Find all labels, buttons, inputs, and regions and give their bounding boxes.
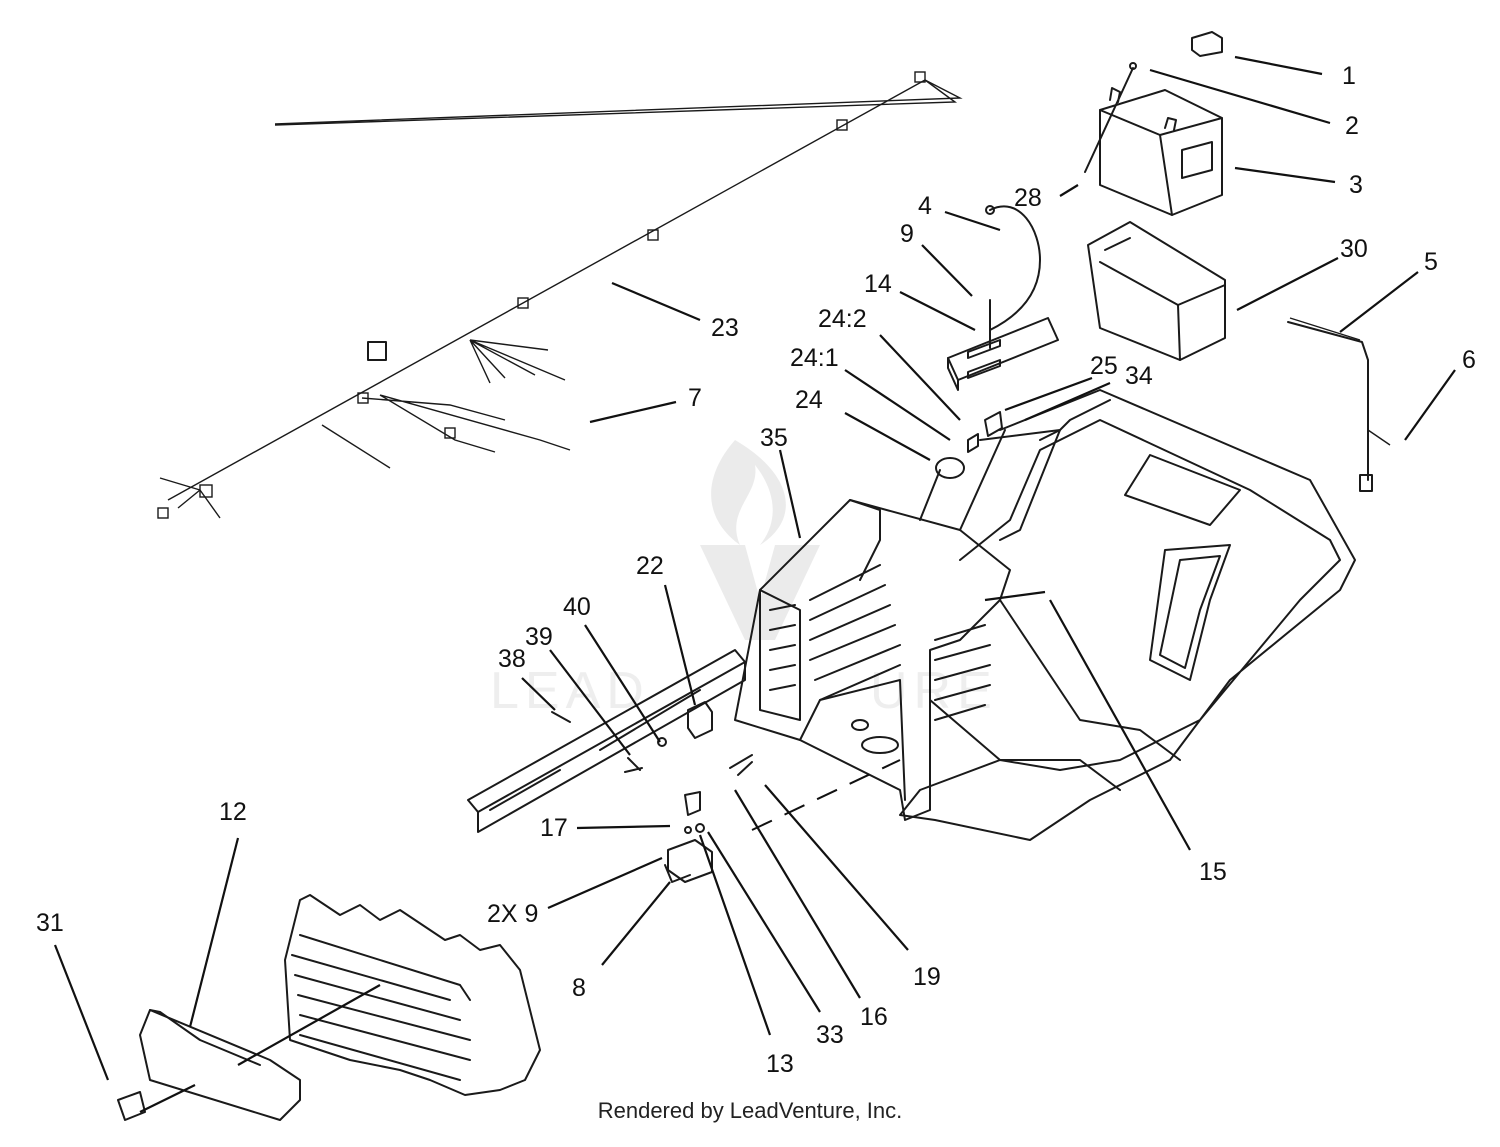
callout-14: 14 — [864, 270, 892, 298]
callout-12: 12 — [219, 798, 247, 826]
callout-24-1: 24:1 — [790, 344, 839, 372]
emblem — [117, 1091, 146, 1121]
callout-8: 8 — [572, 974, 586, 1002]
callout-40: 40 — [563, 593, 591, 621]
callout-34: 34 — [1125, 362, 1153, 390]
callout-35: 35 — [760, 424, 788, 452]
callout-6: 6 — [1462, 346, 1476, 374]
wire-harness — [157, 71, 963, 519]
ground-wire — [1287, 317, 1391, 492]
callout-13: 13 — [766, 1050, 794, 1078]
fender-body — [899, 389, 1356, 841]
callout-31: 31 — [36, 909, 64, 937]
front-grille — [139, 1009, 301, 1121]
battery-cap — [1191, 31, 1223, 57]
mounting-bracket — [947, 299, 1059, 391]
callout-17: 17 — [540, 814, 568, 842]
callout-23: 23 — [711, 314, 739, 342]
callout-labels: 1 2 3 28 4 9 30 5 14 24:2 24:1 23 6 25 3… — [36, 62, 1476, 1078]
battery-cable — [985, 205, 1041, 331]
frame-rail — [467, 649, 746, 833]
footer-credit: Rendered by LeadVenture, Inc. — [597, 1098, 903, 1123]
hold-down-rod — [1084, 62, 1137, 173]
callout-15: 15 — [1199, 858, 1227, 886]
relay — [687, 701, 713, 739]
callout-16: 16 — [860, 1003, 888, 1031]
callout-9: 9 — [900, 220, 914, 248]
callout-25: 25 — [1090, 352, 1118, 380]
callout-22: 22 — [636, 552, 664, 580]
hood-front — [284, 894, 541, 1096]
callout-4: 4 — [918, 192, 932, 220]
callout-39: 39 — [525, 623, 553, 651]
dash-tower — [734, 499, 1011, 821]
battery-tray — [1087, 221, 1226, 361]
callout-2: 2 — [1345, 112, 1359, 140]
callout-38: 38 — [498, 645, 526, 673]
callout-28: 28 — [1014, 184, 1042, 212]
callout-7: 7 — [688, 384, 702, 412]
callout-2x9: 2X 9 — [487, 900, 538, 928]
solenoid — [664, 754, 753, 883]
callout-30: 30 — [1340, 235, 1368, 263]
callout-24-2: 24:2 — [818, 305, 867, 333]
callout-5: 5 — [1424, 248, 1438, 276]
callout-24: 24 — [795, 386, 823, 414]
leader-lines — [53, 55, 1456, 1113]
small-hardware — [551, 711, 667, 773]
battery — [1099, 87, 1223, 216]
ignition-switch — [919, 411, 1006, 531]
callout-33: 33 — [816, 1021, 844, 1049]
callout-3: 3 — [1349, 171, 1363, 199]
callout-1: 1 — [1342, 62, 1356, 90]
callout-19: 19 — [913, 963, 941, 991]
